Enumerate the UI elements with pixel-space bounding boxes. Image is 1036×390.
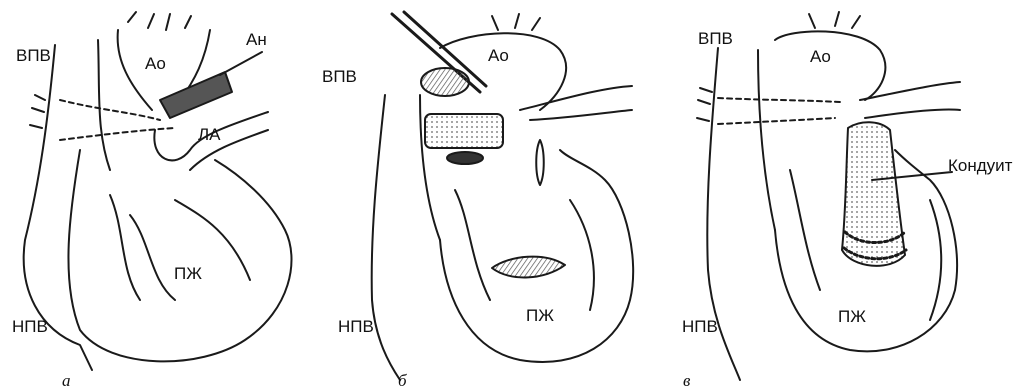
panel-a-label-pa: ЛА — [198, 126, 221, 143]
panel-c-label-ao: Ао — [810, 48, 831, 65]
panel-c-drawing — [697, 12, 960, 380]
panel-b-label-ao: Ао — [488, 47, 509, 64]
panel-a-label-svc: ВПВ — [16, 47, 51, 64]
panel-b-caption: б — [398, 372, 407, 389]
panel-c-label-svc: ВПВ — [698, 30, 733, 47]
panel-a-anastomosis-leader — [220, 52, 262, 75]
panel-b-ventriculotomy — [492, 257, 565, 278]
panel-a-label-ao: Ао — [145, 55, 166, 72]
panel-a-heart-outline — [68, 150, 291, 361]
panel-b-label-rv: ПЖ — [526, 307, 554, 324]
panel-b-label-ivc: НПВ — [338, 318, 374, 335]
panel-a-anastomosis-tube — [160, 72, 232, 118]
panel-c-conduit — [842, 122, 905, 266]
panel-b-label-svc: ВПВ — [322, 68, 357, 85]
panel-c-label-conduit: Кондуит — [948, 157, 1012, 174]
panel-a-label-rv: ПЖ — [174, 265, 202, 282]
panel-b-tunnel-patch — [425, 114, 503, 148]
panel-a-label-anastomosis: Ан — [246, 31, 267, 48]
panel-b-vena-cava — [372, 95, 400, 380]
panel-a-caption: а — [62, 372, 71, 389]
panel-a-label-ivc: НПВ — [12, 318, 48, 335]
panel-c-label-rv: ПЖ — [838, 308, 866, 325]
panel-c-caption: в — [683, 372, 690, 389]
panel-b-drawing — [372, 12, 633, 380]
panel-c-label-ivc: НПВ — [682, 318, 718, 335]
